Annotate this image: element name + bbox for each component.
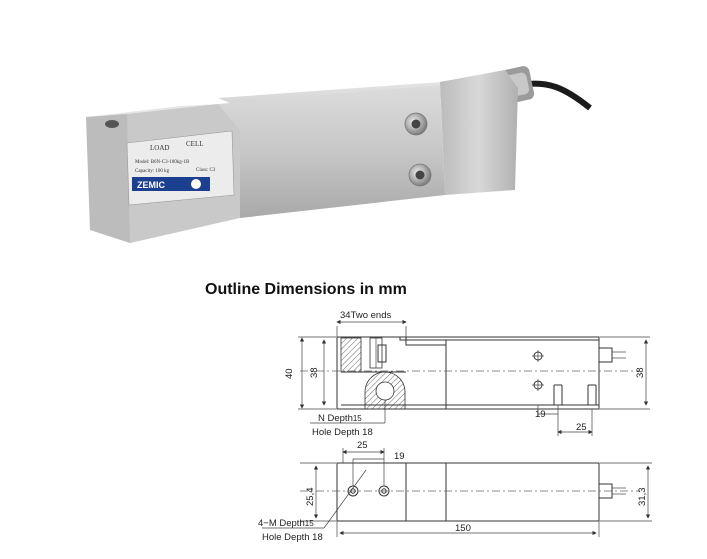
side-housing: [399, 337, 447, 409]
brand-emblem-icon: [191, 179, 201, 189]
side-gland: [599, 347, 613, 363]
dim-31-3: 31,3: [637, 488, 648, 507]
dim-19-bottom: 19: [394, 451, 405, 462]
label-line-load: LOAD: [150, 144, 169, 152]
dim-40: 40: [284, 368, 295, 379]
dim-m-depth: 4−M Depth15: [258, 518, 314, 529]
dim-19-top: 19: [535, 409, 546, 420]
label-model: Model: B6N-C3-100kg-1B: [135, 160, 190, 165]
dim-38-right: 38: [635, 367, 646, 378]
brand-logo: ZEMIC: [137, 180, 165, 190]
mount-hole-icon: [105, 120, 119, 128]
bolt-upper-icon: [404, 112, 428, 136]
top-body-outline: [336, 462, 600, 522]
dim-n-depth: N Depth15: [318, 413, 362, 424]
body-housing: [218, 85, 445, 218]
side-view: 34Two ends 40 38 38 19 25 N Depth15 Hole…: [284, 310, 650, 438]
label-class: Class: C3: [196, 168, 216, 173]
dim-38-left: 38: [309, 367, 320, 378]
top-housing: [445, 462, 600, 522]
label-capacity: Capacity: 100 kg: [135, 169, 170, 174]
dim-hole-depth-top: Hole Depth 18: [312, 427, 373, 438]
dim-25-top: 25: [576, 422, 587, 433]
dim-25-bottom: 25: [357, 440, 368, 451]
bolt-lower-icon: [408, 163, 432, 187]
top-view: 25 19 25,4 31,3 150 4−M Depth15 Hole Dep…: [258, 440, 652, 543]
dim-hole-depth-bottom: Hole Depth 18: [262, 532, 323, 543]
load-cell-photo: LOAD CELL Model: B6N-C3-100kg-1B Capacit…: [86, 66, 592, 243]
dim-25-4: 25,4: [305, 488, 316, 507]
hatched-section-left: [340, 337, 362, 373]
body-left-end: [86, 114, 130, 243]
body-right-block: [440, 70, 518, 195]
dim-150: 150: [455, 523, 471, 534]
body-left-top: [86, 104, 218, 117]
label-line-cell: CELL: [186, 140, 204, 148]
product-label: LOAD CELL Model: B6N-C3-100kg-1B Capacit…: [126, 130, 235, 206]
dim-two-ends: 34Two ends: [340, 310, 391, 321]
top-gland: [599, 483, 613, 499]
page-title: Outline Dimensions in mm: [205, 281, 407, 298]
